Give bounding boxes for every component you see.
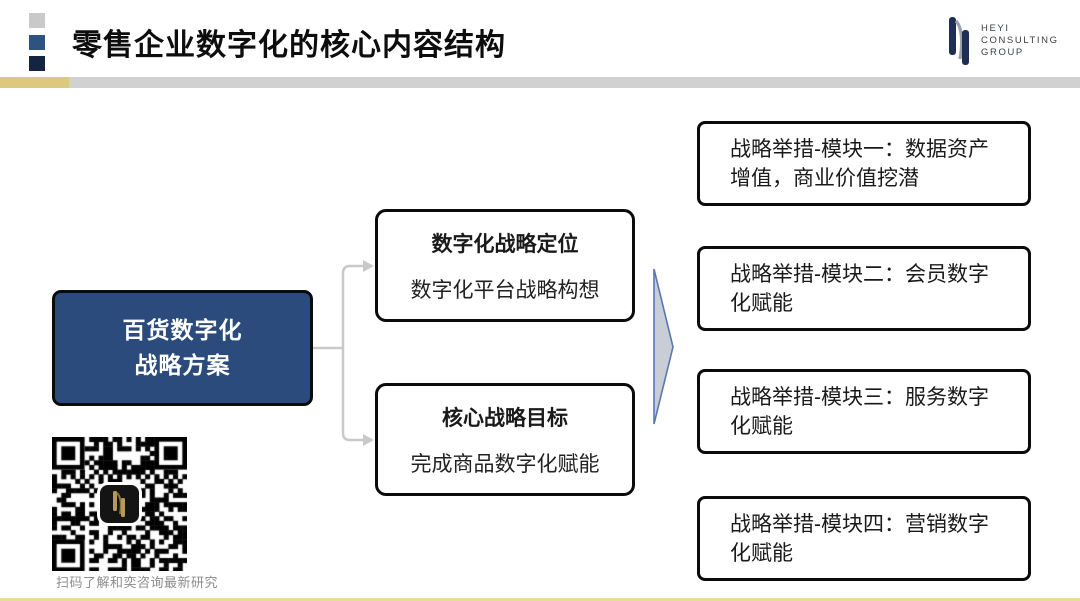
header-divider-gray bbox=[69, 77, 1080, 88]
big-right-arrow bbox=[653, 268, 674, 425]
module-box-label: 战略举措-模块三：服务数字化赋能 bbox=[730, 385, 989, 438]
module-box-label: 战略举措-模块二：会员数字化赋能 bbox=[730, 262, 989, 315]
header-divider-gold bbox=[0, 77, 69, 88]
bottom-accent-line bbox=[0, 598, 1080, 601]
logo-text: HEYI CONSULTING GROUP bbox=[981, 23, 1059, 59]
middle-box-goal: 核心战略目标 完成商品数字化赋能 bbox=[375, 383, 635, 496]
module-box-4: 战略举措-模块四：营销数字化赋能 bbox=[697, 496, 1031, 581]
middle-box-desc: 数字化平台战略构想 bbox=[410, 278, 600, 302]
module-box-3: 战略举措-模块三：服务数字化赋能 bbox=[697, 369, 1031, 454]
root-box-line2: 战略方案 bbox=[134, 352, 231, 378]
arrowhead-top bbox=[363, 260, 374, 272]
deco-square-gray bbox=[29, 13, 45, 28]
qr-center-logo bbox=[100, 485, 139, 523]
arrowhead-bottom bbox=[363, 434, 374, 446]
root-box-line1: 百货数字化 bbox=[122, 317, 243, 343]
qr-code bbox=[52, 437, 187, 571]
qr-caption: 扫码了解和奕咨询最新研究 bbox=[56, 575, 219, 590]
logo-line-3: GROUP bbox=[981, 47, 1024, 58]
module-box-2: 战略举措-模块二：会员数字化赋能 bbox=[697, 246, 1031, 331]
heyi-logo-icon bbox=[949, 17, 969, 65]
module-box-label: 战略举措-模块四：营销数字化赋能 bbox=[730, 512, 989, 565]
page-title: 零售企业数字化的核心内容结构 bbox=[72, 29, 506, 62]
logo-line-2: CONSULTING bbox=[981, 35, 1059, 46]
middle-box-title: 数字化战略定位 bbox=[431, 232, 579, 256]
root-strategy-box: 百货数字化 战略方案 bbox=[52, 290, 313, 406]
deco-square-blue bbox=[29, 35, 45, 50]
module-box-label: 战略举措-模块一：数据资产增值，商业价值挖潜 bbox=[730, 137, 989, 190]
logo-line-1: HEYI bbox=[981, 23, 1010, 34]
module-box-1: 战略举措-模块一：数据资产增值，商业价值挖潜 bbox=[697, 121, 1031, 206]
middle-box-title: 核心战略目标 bbox=[442, 406, 568, 430]
deco-square-navy bbox=[29, 56, 45, 71]
heyi-logo-icon-small bbox=[112, 491, 125, 517]
middle-box-positioning: 数字化战略定位 数字化平台战略构想 bbox=[375, 209, 635, 322]
company-logo: HEYI CONSULTING GROUP bbox=[948, 16, 1068, 66]
middle-box-desc: 完成商品数字化赋能 bbox=[410, 452, 600, 476]
